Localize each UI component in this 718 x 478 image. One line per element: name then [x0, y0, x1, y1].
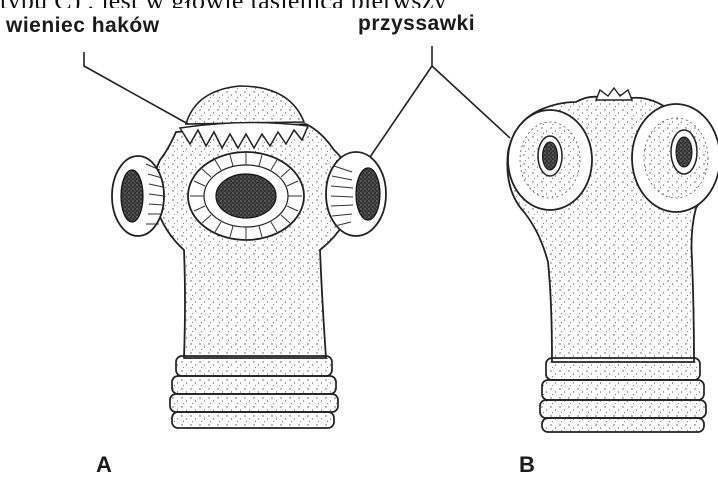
sucker-left-b	[508, 110, 592, 210]
scolex-b	[507, 88, 718, 432]
rostellum-b	[596, 88, 632, 100]
suckers-leader-to-a	[368, 66, 432, 160]
hook-crown-leader	[84, 52, 188, 124]
figure-label-b: B	[519, 452, 535, 478]
side-sucker-left-a	[112, 156, 164, 236]
side-sucker-right-a	[326, 152, 386, 236]
figure-label-a: A	[96, 452, 112, 478]
proglottid-segments-b	[540, 358, 706, 432]
scolex-a	[112, 86, 386, 428]
central-sucker-a	[188, 152, 304, 240]
suckers-leader-to-b	[432, 66, 510, 138]
proglottid-segments-a	[170, 356, 338, 428]
rostellum-a	[186, 86, 304, 124]
sucker-right-b	[632, 104, 718, 212]
